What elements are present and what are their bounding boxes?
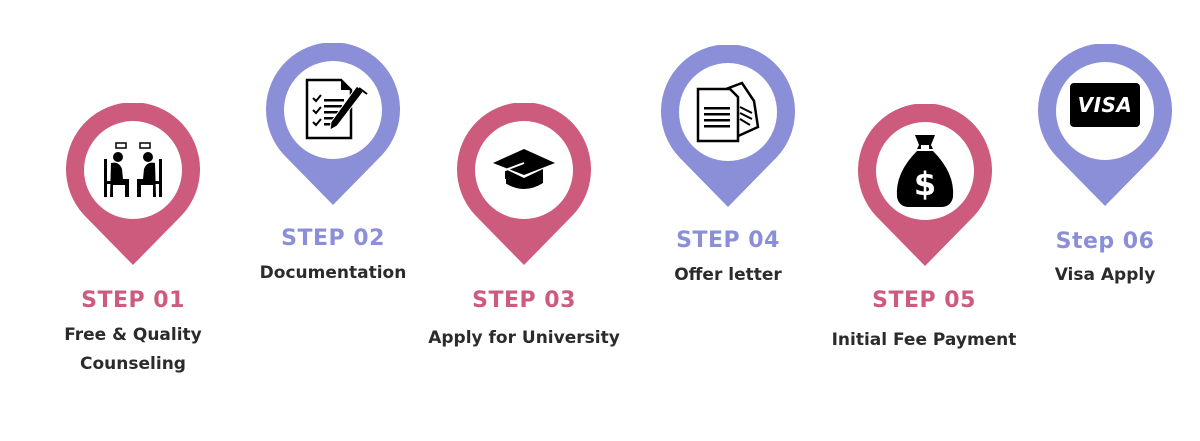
documents-icon (680, 64, 776, 160)
step-description-line2: Counseling (80, 354, 186, 374)
step-description-line1: Offer letter (674, 265, 782, 285)
map-pin-marker (266, 43, 400, 205)
step-description: Apply for University (404, 324, 644, 353)
step-description-line1: Free & Quality (64, 325, 202, 345)
step-description-line1: Visa Apply (1054, 265, 1156, 285)
map-pin-marker: VISA (1038, 44, 1172, 206)
step-label: STEP 04 (676, 228, 780, 253)
visa-card-icon: VISA (1057, 63, 1153, 159)
money-bag-icon: $ (877, 123, 973, 219)
counseling-people-icon (85, 122, 181, 218)
document-checklist-pen-icon (285, 62, 381, 158)
step-description-line1: Initial Fee Payment (831, 330, 1017, 350)
graduation-cap-icon (476, 122, 572, 218)
map-pin-marker (661, 45, 795, 207)
step-description: Initial Fee Payment (804, 326, 1044, 355)
step-description: Free & Quality Counseling (13, 321, 253, 379)
step-description: Visa Apply (985, 261, 1200, 290)
step-label: STEP 03 (472, 288, 576, 313)
map-pin-marker (66, 103, 200, 265)
step-label: STEP 01 (81, 288, 185, 313)
step-label: STEP 02 (281, 226, 385, 251)
map-pin-marker: $ (858, 104, 992, 266)
step-description: Offer letter (608, 261, 848, 290)
step-description-line1: Documentation (259, 263, 407, 283)
step-description: Documentation (213, 259, 453, 288)
step-description-line1: Apply for University (428, 328, 620, 348)
step-label: STEP 05 (872, 288, 976, 313)
visa-card-text: VISA (1077, 93, 1133, 117)
dollar-sign: $ (914, 165, 936, 203)
map-pin-marker (457, 103, 591, 265)
step-label: Step 06 (1055, 229, 1155, 254)
